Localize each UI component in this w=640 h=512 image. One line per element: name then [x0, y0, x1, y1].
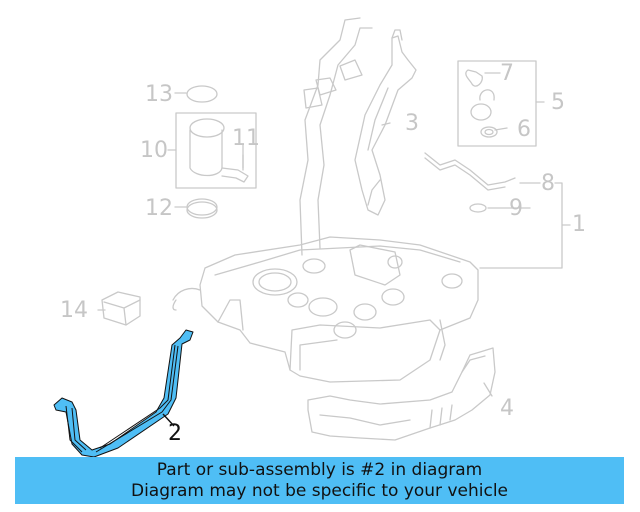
bracket-part-4: [307, 347, 496, 441]
fuel-tank-part-1: [172, 236, 479, 383]
callout-3: 3: [405, 111, 419, 136]
callout-4: 4: [500, 396, 514, 421]
callout-14: 14: [60, 298, 88, 323]
callout-1: 1: [572, 212, 586, 237]
cap-box-part-5: [457, 60, 537, 147]
fuel-tank-strap-part-2: [53, 329, 194, 458]
callout-11: 11: [232, 126, 260, 151]
filler-pipe: [299, 17, 373, 256]
washer-part-9: [469, 203, 487, 213]
callout-2[interactable]: 2: [168, 421, 182, 446]
callout-5: 5: [551, 90, 565, 115]
callout-7: 7: [500, 61, 514, 86]
callout-12: 12: [145, 196, 173, 221]
lock-ring-part-13: [186, 85, 218, 103]
banner-line-part-number: Part or sub-assembly is #2 in diagram: [156, 459, 483, 480]
hose-part-8: [424, 152, 516, 186]
callout-10: 10: [140, 138, 168, 163]
info-banner: Part or sub-assembly is #2 in diagram Di…: [15, 457, 624, 504]
callout-9: 9: [509, 196, 523, 221]
banner-line-disclaimer: Diagram may not be specific to your vehi…: [130, 480, 508, 501]
callout-8: 8: [541, 171, 555, 196]
heat-shield-part-3: [354, 29, 417, 216]
module-part-14: [101, 291, 141, 326]
seal-part-12: [186, 198, 218, 219]
callout-6: 6: [517, 117, 531, 142]
callout-13: 13: [145, 82, 173, 107]
